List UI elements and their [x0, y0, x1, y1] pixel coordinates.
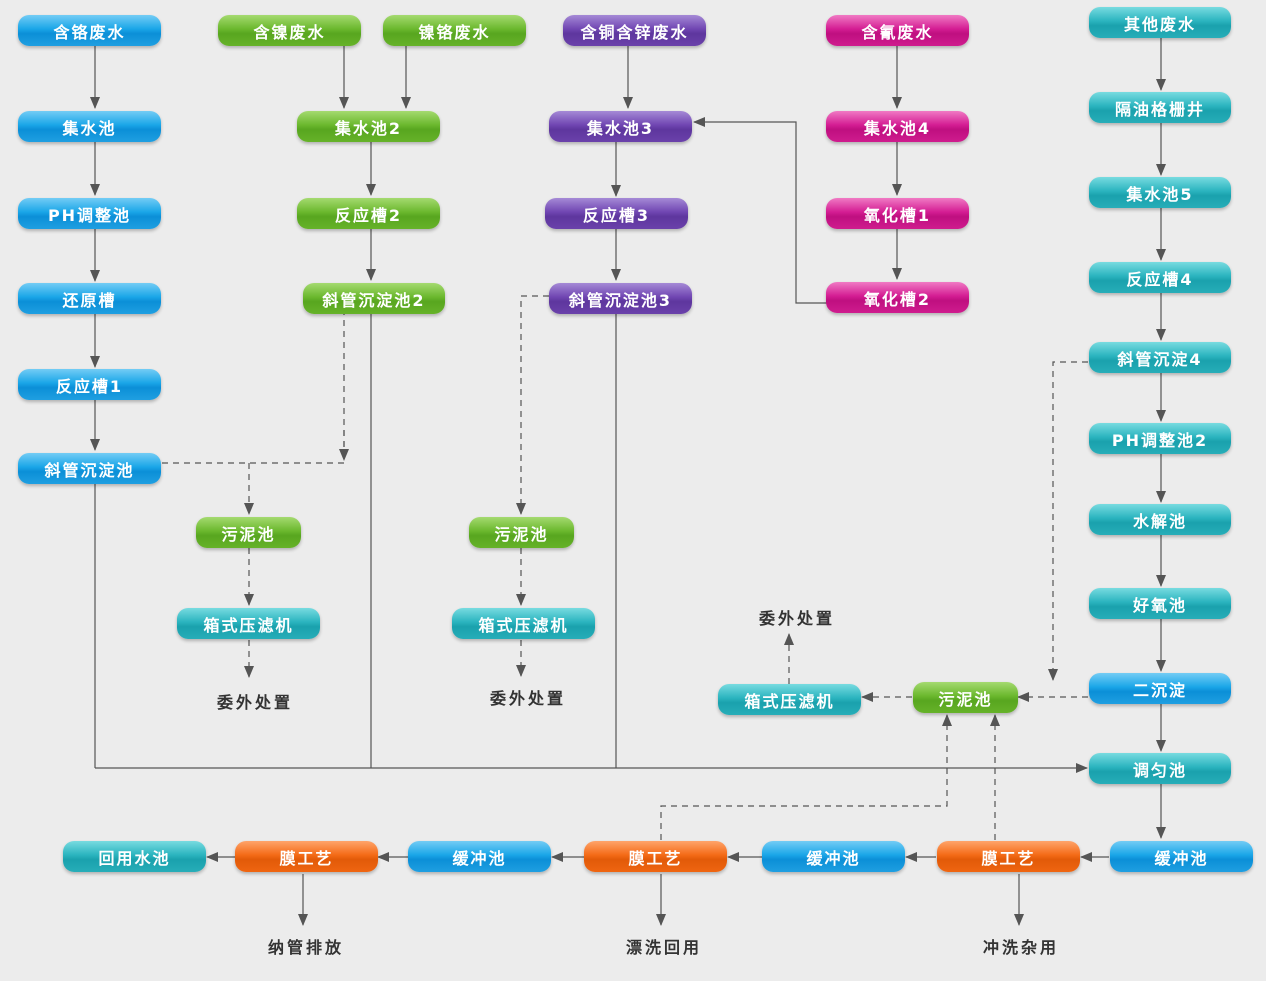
membrane-process-2-node: 膜工艺: [584, 841, 727, 872]
inclined-tube-settler-3-node: 斜管沉淀池3: [549, 283, 692, 314]
nickel-chromium-wastewater-node: 镍铬废水: [383, 15, 526, 46]
flushing-misc-use-label: 冲洗杂用: [982, 938, 1060, 957]
chamber-filter-press-b-node: 箱式压滤机: [452, 608, 595, 639]
ph-adjustment-pool-node: PH调整池: [18, 198, 161, 229]
sludge-pool-a-node: 污泥池: [196, 517, 301, 548]
collection-pool-2-node: 集水池2: [297, 111, 440, 142]
chromium-wastewater-node: 含铬废水: [18, 15, 161, 46]
reaction-tank-2-node: 反应槽2: [297, 198, 440, 229]
chamber-filter-press-c-node: 箱式压滤机: [718, 684, 861, 715]
sludge-pool-c-node: 污泥池: [913, 682, 1018, 713]
outsource-disposal-b-label: 委外处置: [489, 689, 567, 708]
inclined-tube-settler-4-node: 斜管沉淀4: [1089, 342, 1231, 373]
reaction-tank-4-node: 反应槽4: [1089, 262, 1231, 293]
buffer-pool-3-node: 缓冲池: [408, 841, 551, 872]
outsource-disposal-c-label: 委外处置: [758, 609, 836, 628]
oxidation-tank-2-node: 氧化槽2: [826, 282, 969, 313]
reaction-tank-1-node: 反应槽1: [18, 369, 161, 400]
collection-pool-3-node: 集水池3: [549, 111, 692, 142]
buffer-pool-1-node: 缓冲池: [1110, 841, 1253, 872]
secondary-settling-node: 二沉淀: [1089, 673, 1231, 704]
chamber-filter-press-a-node: 箱式压滤机: [177, 608, 320, 639]
membrane-process-3-node: 膜工艺: [235, 841, 378, 872]
collection-pool-node: 集水池: [18, 111, 161, 142]
copper-zinc-wastewater-node: 含铜含锌废水: [563, 15, 706, 46]
rinse-reuse-label: 漂洗回用: [625, 938, 703, 957]
aerobic-pool-node: 好氧池: [1089, 588, 1231, 619]
ph-adjustment-pool-2-node: PH调整池2: [1089, 423, 1231, 454]
collection-pool-5-node: 集水池5: [1089, 177, 1231, 208]
sludge-pool-b-node: 污泥池: [469, 517, 574, 548]
reuse-water-pool-node: 回用水池: [63, 841, 206, 872]
sewer-discharge-label: 纳管排放: [267, 938, 345, 957]
other-wastewater-node: 其他废水: [1089, 7, 1231, 38]
reduction-tank-node: 还原槽: [18, 283, 161, 314]
membrane-process-1-node: 膜工艺: [937, 841, 1080, 872]
buffer-pool-2-node: 缓冲池: [762, 841, 905, 872]
inclined-tube-settler-2-node: 斜管沉淀池2: [303, 283, 445, 314]
outsource-disposal-a-label: 委外处置: [216, 693, 294, 712]
collection-pool-4-node: 集水池4: [826, 111, 969, 142]
hydrolysis-pool-node: 水解池: [1089, 504, 1231, 535]
equalization-pool-node: 调匀池: [1089, 753, 1231, 784]
oxidation-tank-1-node: 氧化槽1: [826, 198, 969, 229]
grease-trap-screen-well-node: 隔油格栅井: [1089, 92, 1231, 123]
inclined-tube-settler-node: 斜管沉淀池: [18, 453, 161, 484]
cyanide-wastewater-node: 含氰废水: [826, 15, 969, 46]
nickel-wastewater-node: 含镍废水: [218, 15, 361, 46]
reaction-tank-3-node: 反应槽3: [545, 198, 688, 229]
